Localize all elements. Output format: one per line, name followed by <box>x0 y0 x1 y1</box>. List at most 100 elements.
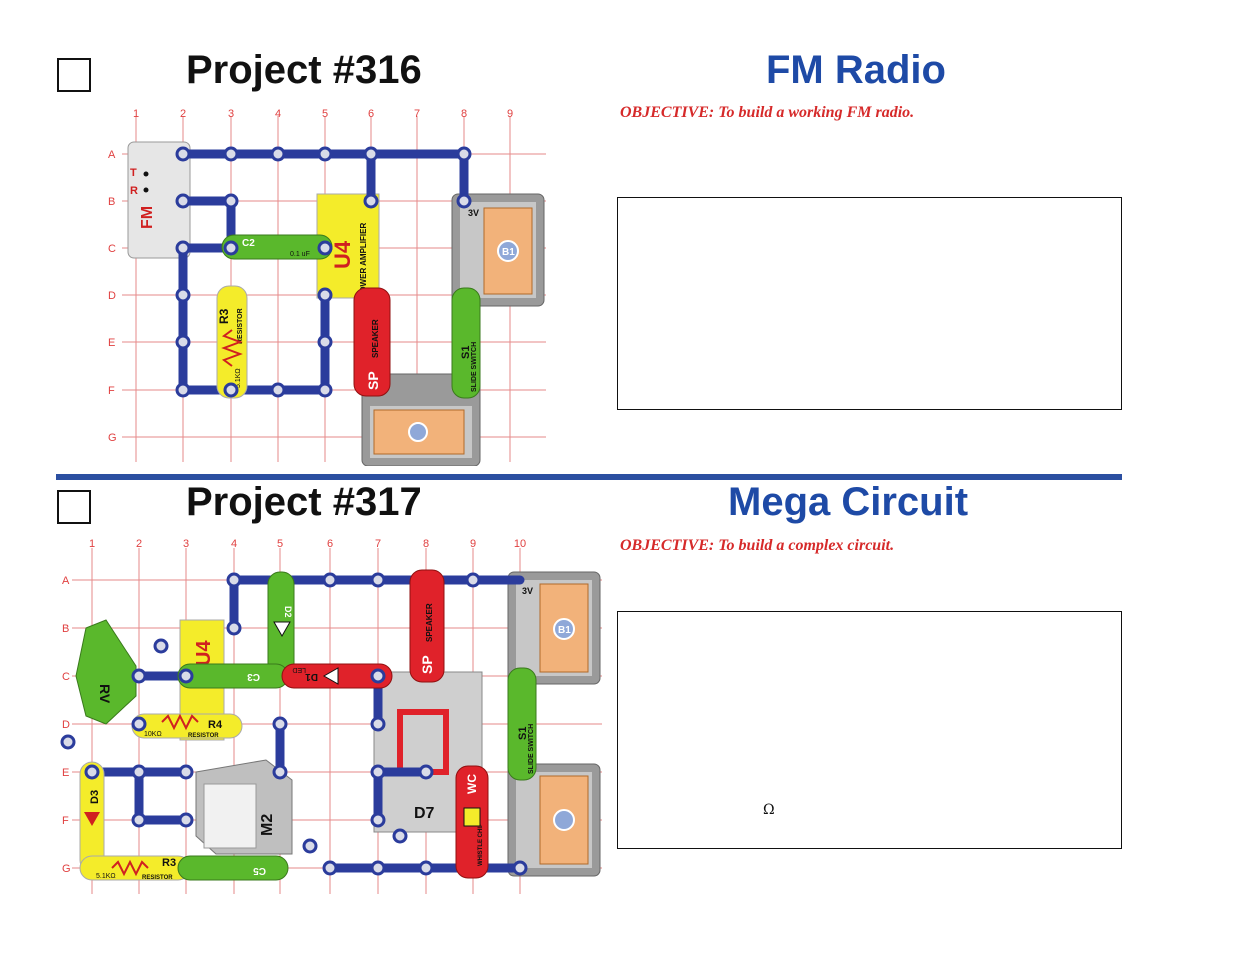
col-label: 9 <box>507 108 513 120</box>
sp-speaker: SP SPEAKER <box>353 287 391 397</box>
row-label: F <box>62 815 69 827</box>
row-label: D <box>62 719 70 731</box>
fm-label: FM <box>139 206 156 229</box>
row-label: A <box>62 575 70 587</box>
row-label: B <box>108 196 115 208</box>
r3-resistor: R3 RESISTOR 5.1KΩ <box>216 285 248 399</box>
c3-capacitor: C3 <box>177 663 289 689</box>
col-label: 10 <box>514 538 526 550</box>
row-label: G <box>62 863 71 875</box>
snaps <box>175 146 472 398</box>
circuit-diagram-316: 1 2 3 4 5 6 7 8 9 A B C D E F G FM T R U… <box>104 104 546 467</box>
row-label: B <box>62 623 69 635</box>
col-label: 2 <box>136 538 142 550</box>
row-label: E <box>62 767 69 779</box>
fm-t-label: T <box>130 167 137 179</box>
row-label: C <box>108 243 116 255</box>
col-label: 4 <box>275 108 281 120</box>
r3-resistor: R3 5.1KΩ RESISTOR <box>79 855 191 881</box>
battery-b1-bottom <box>361 373 481 467</box>
project-number-316: Project #316 <box>186 48 422 92</box>
battery-b1-bottom <box>507 763 601 877</box>
d1-sub-label: LED <box>292 666 306 673</box>
sp-label: SP <box>365 371 381 390</box>
r3-value: 5.1KΩ <box>235 368 242 388</box>
objective-316: OBJECTIVE: To build a working FM radio. <box>620 104 915 121</box>
wc-sub-label: WHISTLE CHIP <box>478 823 484 866</box>
sp-label: SP <box>419 655 435 674</box>
section-divider <box>56 474 1122 480</box>
s1-slide-switch: S1 SLIDE SWITCH <box>451 287 481 399</box>
instructions-box-317 <box>617 611 1122 849</box>
r3-label: R3 <box>162 857 176 869</box>
d3-label: D3 <box>89 790 101 804</box>
m2-meter: M2 <box>195 759 293 855</box>
completion-checkbox-316[interactable] <box>57 58 91 92</box>
project-name-317: Mega Circuit <box>728 480 969 524</box>
col-label: 1 <box>89 538 95 550</box>
u4-sub-label: POWER AMPLIFIER <box>359 223 368 298</box>
fm-r-label: R <box>130 185 138 197</box>
rv-potentiometer: RV <box>75 619 137 725</box>
col-label: 7 <box>375 538 381 550</box>
m2-label: M2 <box>259 814 276 836</box>
col-label: 6 <box>368 108 374 120</box>
sp-sub-label: SPEAKER <box>371 319 380 358</box>
r3-sub-label: RESISTOR <box>142 875 173 881</box>
wc-label: WC <box>465 774 479 794</box>
c2-value: 0.1 uF <box>290 251 310 258</box>
c5-capacitor: C5 <box>177 855 289 881</box>
objective-317: OBJECTIVE: To build a complex circuit. <box>620 537 895 554</box>
rv-label: RV <box>97 684 113 704</box>
r4-label: R4 <box>208 719 223 731</box>
circuit-diagram-317: 1 2 3 4 5 6 7 8 9 10 A B C D E F G B1 3V… <box>56 536 602 896</box>
b1-label: B1 <box>502 247 515 258</box>
b1-label: B1 <box>558 625 571 636</box>
d3-diode: D3 <box>79 761 105 873</box>
battery-b1: B1 3V <box>451 193 545 307</box>
col-label: 3 <box>228 108 234 120</box>
battery-b1-top: B1 3V <box>507 571 601 685</box>
col-label: 6 <box>327 538 333 550</box>
r3-label: R3 <box>217 308 231 324</box>
ohm-symbol: Ω <box>763 802 775 818</box>
col-label: 7 <box>414 108 420 120</box>
s1-sub-label: SLIDE SWITCH <box>471 342 478 392</box>
row-label: E <box>108 337 115 349</box>
r4-value: 10KΩ <box>144 731 162 738</box>
u4-label: U4 <box>193 640 215 666</box>
row-label: A <box>108 149 116 161</box>
c2-capacitor: C2 0.1 uF <box>221 234 333 260</box>
b1-volt-label: 3V <box>522 586 533 596</box>
s1-sub-label: SLIDE SWITCH <box>528 724 535 774</box>
s1-label: S1 <box>517 727 529 740</box>
s1-label: S1 <box>460 346 472 359</box>
row-label: C <box>62 671 70 683</box>
u4-label: U4 <box>330 240 355 269</box>
r4-resistor: R4 10KΩ RESISTOR <box>131 713 243 739</box>
sp-sub-label: SPEAKER <box>425 603 434 642</box>
col-label: 8 <box>423 538 429 550</box>
sp-speaker: SP SPEAKER <box>409 569 445 683</box>
completion-checkbox-317[interactable] <box>57 490 91 524</box>
row-label: G <box>108 432 117 444</box>
d7-label: D7 <box>414 805 435 822</box>
col-label: 5 <box>277 538 283 550</box>
col-label: 4 <box>231 538 237 550</box>
r4-sub-label: RESISTOR <box>188 733 219 739</box>
col-label: 5 <box>322 108 328 120</box>
snaps <box>60 572 528 876</box>
wc-whistle-chip: WC WHISTLE CHIP <box>455 765 489 879</box>
r3-sub-label: RESISTOR <box>237 308 244 344</box>
instructions-box-316 <box>617 197 1122 410</box>
d2-label: D2 <box>283 606 293 618</box>
row-label: D <box>108 290 116 302</box>
project-number-317: Project #317 <box>186 480 422 524</box>
s1-slide-switch: S1 SLIDE SWITCH <box>507 667 537 781</box>
col-label: 1 <box>133 108 139 120</box>
r3-value: 5.1KΩ <box>96 873 116 880</box>
c2-label: C2 <box>242 238 255 249</box>
project-name-316: FM Radio <box>766 48 946 92</box>
col-label: 2 <box>180 108 186 120</box>
col-label: 9 <box>470 538 476 550</box>
